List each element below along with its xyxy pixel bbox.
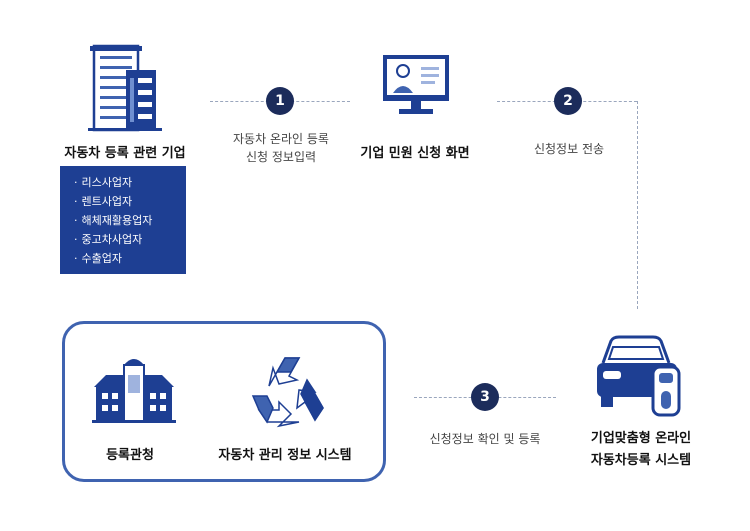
online-system-line2: 자동차등록 시스템 <box>590 453 692 468</box>
step-1-label: 자동차 온라인 등록 신청 정보입력 <box>212 130 350 166</box>
connector-line <box>637 101 638 309</box>
step-1-line1: 자동차 온라인 등록 <box>233 132 329 146</box>
list-item: 중고차사업자 <box>74 230 186 249</box>
step-3-label: 신청정보 확인 및 등록 <box>429 432 541 446</box>
company-type-list: 리스사업자 렌트사업자 해체재활용업자 중고차사업자 수출업자 <box>60 166 186 274</box>
portal-title: 기업 민원 신청 화면 <box>360 146 470 161</box>
list-item: 렌트사업자 <box>74 192 186 211</box>
management-system-title: 자동차 관리 정보 시스템 <box>218 448 352 463</box>
online-system-label: 기업맞춤형 온라인 자동차등록 시스템 <box>566 428 716 472</box>
list-item: 수출업자 <box>74 249 186 268</box>
recycle-icon <box>245 350 331 428</box>
step-3-badge: 3 <box>471 383 499 411</box>
list-item: 해체재활용업자 <box>74 211 186 230</box>
government-building-icon <box>92 351 176 423</box>
office-building-icon <box>86 44 166 132</box>
registry-office-title: 등록관청 <box>106 448 154 463</box>
step-2-label: 신청정보 전송 <box>533 142 605 156</box>
monitor-user-icon <box>381 53 451 117</box>
step-1-line2: 신청 정보입력 <box>245 150 317 164</box>
list-item: 리스사업자 <box>74 173 186 192</box>
car-with-key-icon <box>593 333 685 419</box>
online-system-line1: 기업맞춤형 온라인 <box>590 431 692 446</box>
step-1-badge: 1 <box>266 87 294 115</box>
step-2-badge: 2 <box>554 87 582 115</box>
company-title: 자동차 등록 관련 기업 <box>64 146 186 161</box>
